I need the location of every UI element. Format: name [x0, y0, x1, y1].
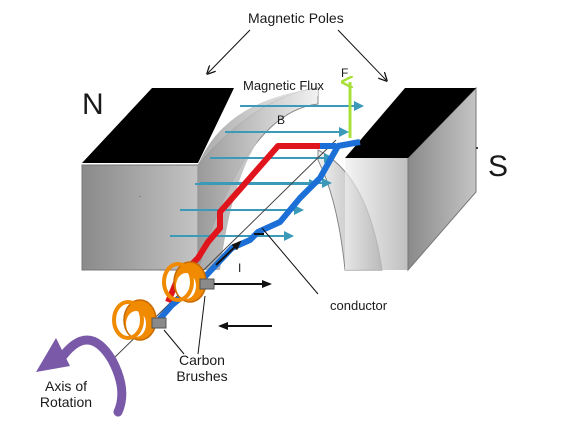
carbon-brushes-line2: Brushes: [167, 368, 237, 384]
conductor-label: conductor: [330, 299, 387, 314]
magnetic-flux-label: Magnetic Flux: [243, 79, 324, 94]
magnetic-poles-label: Magnetic Poles: [248, 10, 344, 26]
slip-ring-lower: [114, 300, 156, 340]
axis-line2: Rotation: [28, 394, 104, 410]
force-label: F: [341, 67, 348, 81]
carbon-brushes-line1: Carbon: [167, 352, 237, 368]
south-pole-label: S: [488, 150, 508, 185]
north-pole-label: N: [82, 88, 104, 123]
current-label: I: [238, 262, 241, 276]
carbon-brush-lower: [152, 318, 166, 328]
pole-pointers: [208, 30, 386, 80]
carbon-brushes-label: Carbon Brushes: [167, 352, 237, 384]
conductor-pointer: [262, 228, 318, 294]
south-pole: [318, 88, 478, 270]
field-label: B: [277, 114, 285, 128]
carbon-brush-upper: [200, 279, 214, 289]
axis-of-rotation-label: Axis of Rotation: [28, 378, 104, 410]
axis-line1: Axis of: [28, 378, 104, 394]
